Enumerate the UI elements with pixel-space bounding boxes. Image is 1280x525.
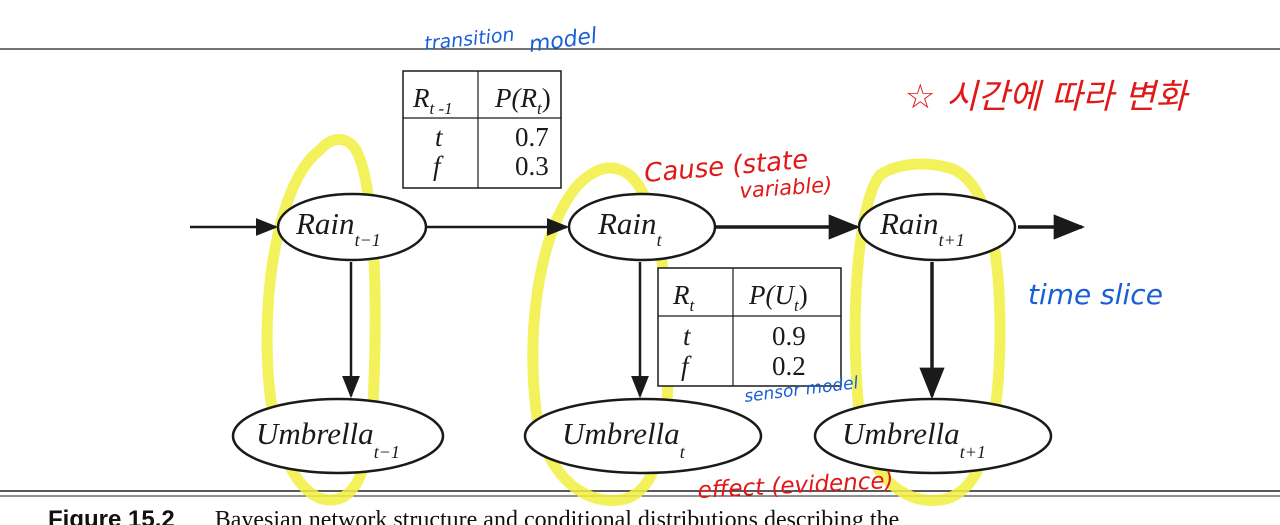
svg-text:Raint: Raint — [597, 206, 663, 250]
sensor-row-1-prob: 0.9 — [772, 321, 806, 351]
transition-header-prob: P(Rt) — [494, 83, 551, 118]
transition-row-1-value: t — [435, 122, 444, 152]
node-rain-next: Raint+1 — [857, 192, 1017, 262]
svg-text:Raint+1: Raint+1 — [879, 206, 965, 250]
transition-row-2-prob: 0.3 — [515, 151, 549, 181]
sensor-table: Rt P(Ut) t 0.9 f 0.2 — [657, 267, 842, 387]
node-umbrella-next: Umbrellat+1 — [813, 397, 1053, 475]
svg-text:Umbrellat−1: Umbrellat−1 — [256, 416, 400, 462]
svg-text:Umbrellat: Umbrellat — [562, 416, 686, 462]
node-rain-t: Raint — [567, 192, 717, 262]
sensor-row-2-value: f — [681, 351, 692, 381]
caption-text: Bayesian network structure and condition… — [214, 507, 900, 525]
svg-text:Raint−1: Raint−1 — [295, 206, 381, 250]
sensor-header-prob: P(Ut) — [748, 280, 808, 315]
node-umbrella-prev: Umbrellat−1 — [231, 397, 445, 475]
node-umbrella-t: Umbrellat — [523, 397, 763, 475]
highlight-loops — [261, 134, 1006, 506]
sensor-row-2-prob: 0.2 — [772, 351, 806, 381]
annotation-time-slice: time slice — [1028, 278, 1163, 311]
transition-row-1-prob: 0.7 — [515, 122, 549, 152]
annotation-transition: transition — [423, 24, 515, 55]
transition-row-2-value: f — [433, 151, 444, 181]
annotation-model: model — [527, 24, 598, 58]
highlight-loop-1 — [261, 134, 381, 506]
annotation-effect: effect (evidence) — [697, 468, 894, 504]
svg-text:Umbrellat+1: Umbrellat+1 — [842, 416, 986, 462]
transition-table: Rt -1 P(Rt) t 0.7 f 0.3 — [402, 70, 562, 189]
caption-label: Figure 15.2 — [48, 506, 175, 525]
transition-header-var: Rt -1 — [412, 83, 453, 118]
sensor-row-1-value: t — [683, 321, 692, 351]
node-rain-prev: Raint−1 — [276, 192, 428, 262]
highlight-loop-3 — [849, 158, 1006, 506]
annotation-korean-note: ☆ 시간에 따라 변화 — [905, 77, 1190, 117]
sensor-header-var: Rt — [672, 280, 696, 315]
annotation-state-variable: variable) — [739, 173, 833, 203]
highlight-loop-2 — [527, 162, 674, 506]
figure-caption: Figure 15.2 Bayesian network structure an… — [48, 504, 1280, 525]
